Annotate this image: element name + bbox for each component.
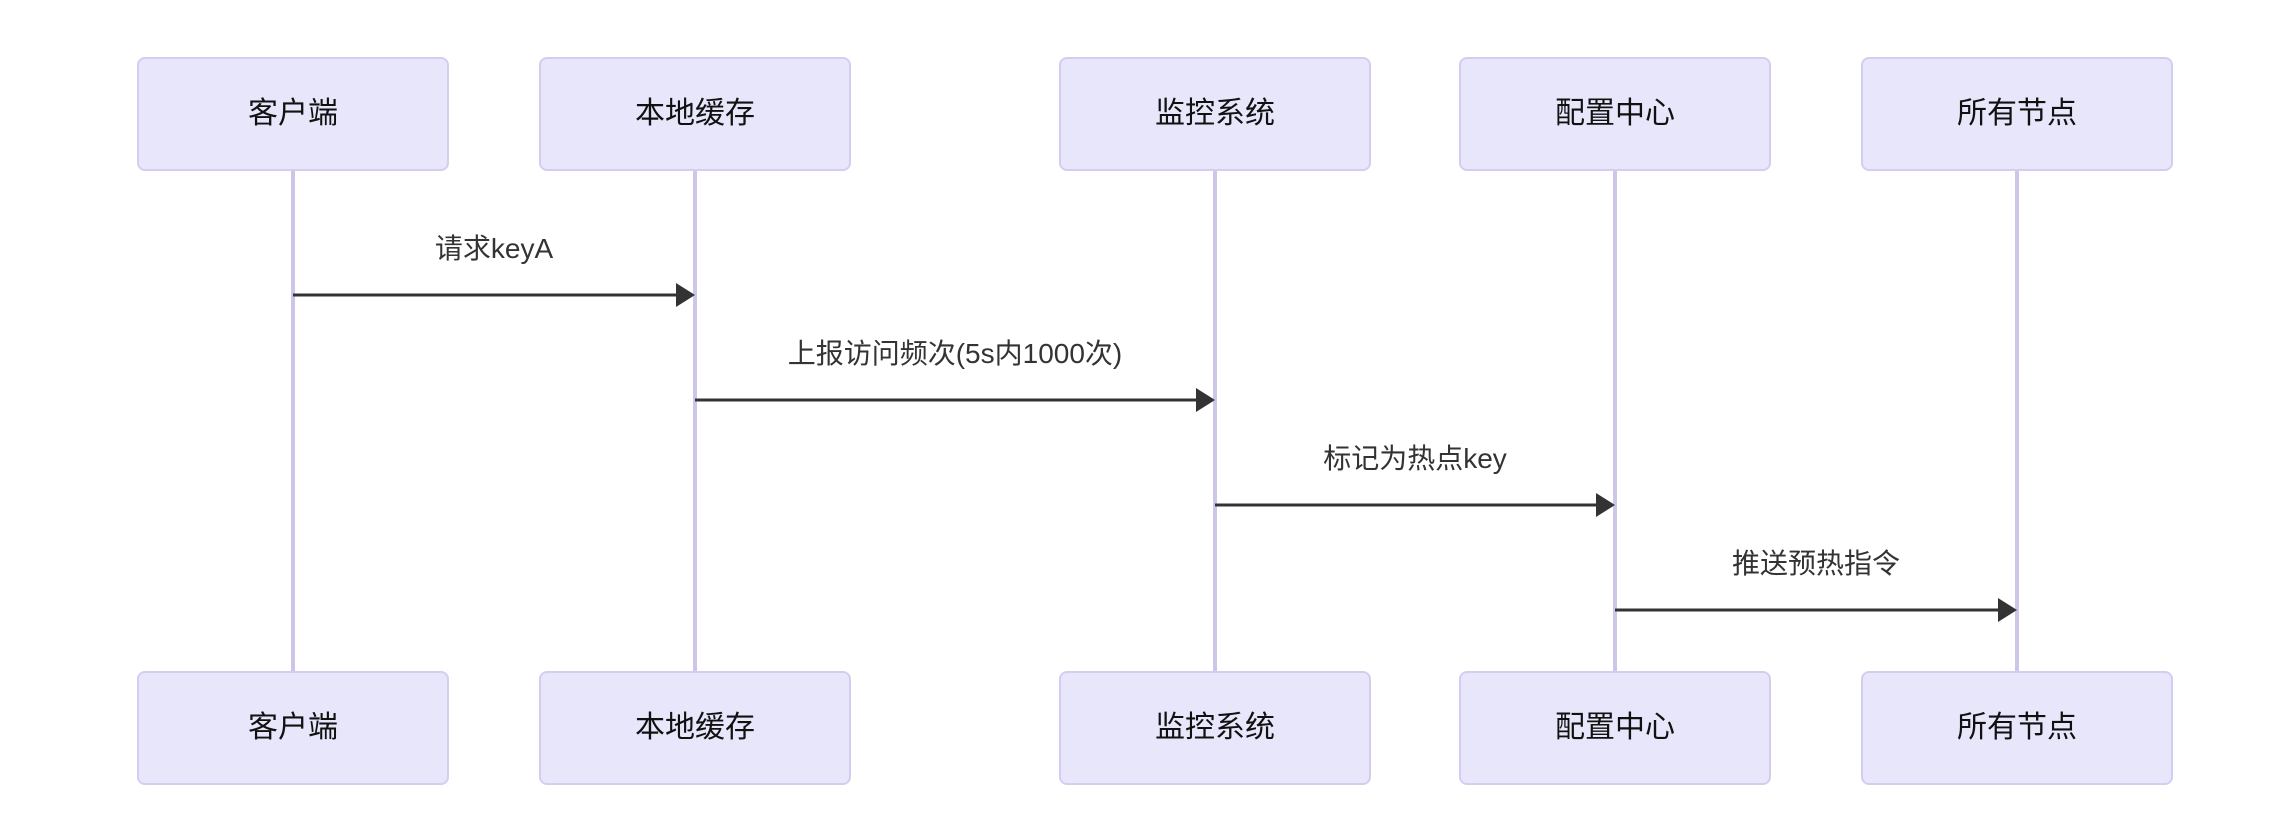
participant-box-shape: [1861, 671, 2173, 785]
participant-box-shape: [137, 57, 449, 171]
participant-top-config-center[interactable]: 配置中心: [1459, 57, 1771, 171]
participant-label-client: 客户端: [248, 711, 338, 744]
participant-top-local-cache[interactable]: 本地缓存: [539, 57, 851, 171]
lifelines-layer: [291, 170, 2019, 672]
participant-box-shape: [1861, 57, 2173, 171]
participant-bottom-monitoring-system[interactable]: 监控系统: [1059, 671, 1371, 785]
msg-request-keya[interactable]: 请求keyA: [293, 233, 695, 307]
participant-label-config-center: 配置中心: [1555, 711, 1675, 744]
message-arrowhead: [1196, 388, 1215, 412]
participant-bottom-all-nodes[interactable]: 所有节点: [1861, 671, 2173, 785]
participant-top-client[interactable]: 客户端: [137, 57, 449, 171]
participant-bottom-local-cache[interactable]: 本地缓存: [539, 671, 851, 785]
msg-mark-hotkey[interactable]: 标记为热点key: [1215, 443, 1615, 517]
message-label: 请求keyA: [435, 233, 554, 264]
participant-box-shape: [1459, 57, 1771, 171]
participant-box-shape: [1059, 671, 1371, 785]
message-label: 推送预热指令: [1732, 548, 1900, 579]
message-arrowhead: [676, 283, 695, 307]
msg-report-frequency[interactable]: 上报访问频次(5s内1000次): [695, 338, 1215, 412]
messages-layer: 请求keyA 上报访问频次(5s内1000次) 标记为热点key 推送预热指令: [293, 233, 2017, 622]
participant-bottom-client[interactable]: 客户端: [137, 671, 449, 785]
message-arrowhead: [1998, 598, 2017, 622]
participant-top-all-nodes[interactable]: 所有节点: [1861, 57, 2173, 171]
participant-box-shape: [137, 671, 449, 785]
participant-box-shape: [539, 57, 851, 171]
participant-label-monitoring-system: 监控系统: [1155, 711, 1275, 744]
participant-box-shape: [539, 671, 851, 785]
participant-top-monitoring-system[interactable]: 监控系统: [1059, 57, 1371, 171]
message-arrowhead: [1596, 493, 1615, 517]
participant-label-all-nodes: 所有节点: [1957, 711, 2077, 744]
participant-bottom-config-center[interactable]: 配置中心: [1459, 671, 1771, 785]
participant-label-all-nodes: 所有节点: [1957, 97, 2077, 130]
participant-label-config-center: 配置中心: [1555, 97, 1675, 130]
message-label: 标记为热点key: [1323, 443, 1507, 474]
participant-label-monitoring-system: 监控系统: [1155, 97, 1275, 130]
message-label: 上报访问频次(5s内1000次): [788, 338, 1123, 369]
participant-box-shape: [1059, 57, 1371, 171]
msg-push-warmup[interactable]: 推送预热指令: [1615, 548, 2017, 622]
participant-label-local-cache: 本地缓存: [635, 711, 755, 744]
participant-label-local-cache: 本地缓存: [635, 97, 755, 130]
participant-box-shape: [1459, 671, 1771, 785]
participant-label-client: 客户端: [248, 97, 338, 130]
